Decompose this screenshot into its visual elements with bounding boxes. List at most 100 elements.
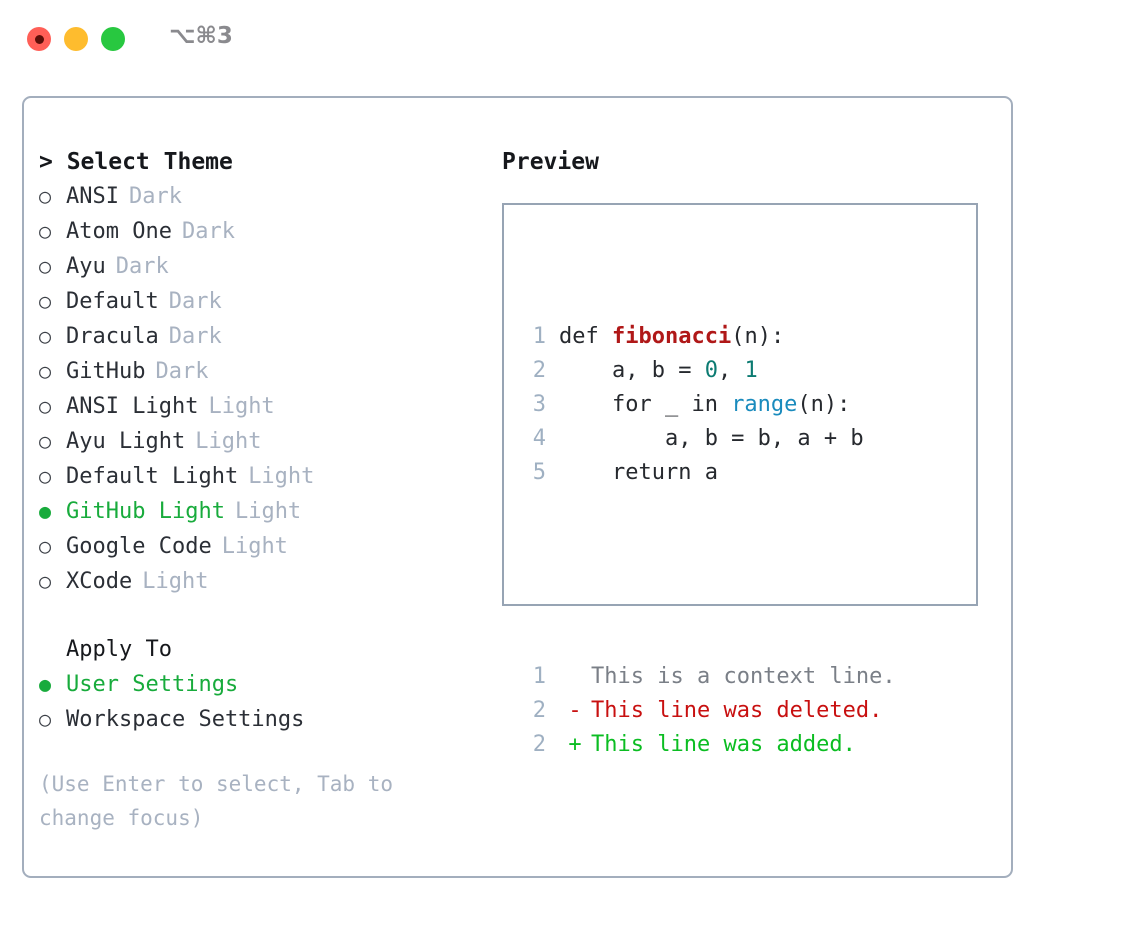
radio-unselected-icon: ○ (39, 359, 52, 383)
theme-option-label: GitHub Light (66, 499, 225, 524)
apply-to-option[interactable]: ● User Settings (39, 667, 489, 702)
code-line-text: a, b = 0, 1 (559, 354, 758, 388)
theme-option-badge: Dark (181, 219, 235, 244)
apply-to-list[interactable]: ● User Settings ○ Workspace Settings (39, 667, 489, 737)
diff-marker (559, 660, 591, 694)
theme-option-badge: Dark (155, 359, 209, 384)
preview-heading: Preview (502, 149, 599, 175)
code-line-text: a, b = b, a + b (559, 422, 864, 456)
radio-unselected-icon: ○ (39, 394, 52, 418)
radio-unselected-icon: ○ (39, 569, 52, 593)
code-token: for _ in (559, 392, 732, 417)
code-diff-gap (516, 558, 896, 592)
theme-option[interactable]: ○ ANSI Light Light (39, 389, 489, 424)
code-line-number: 1 (532, 324, 546, 349)
theme-option-label: Google Code (66, 534, 212, 559)
theme-option-badge: Light (248, 464, 315, 489)
theme-option-badge: Light (234, 499, 302, 524)
theme-option-label: ANSI Light (66, 394, 199, 419)
theme-option[interactable]: ○ Ayu Dark (39, 249, 489, 284)
theme-option[interactable]: ○ Default Dark (39, 284, 489, 319)
theme-option[interactable]: ○ Google Code Light (39, 529, 489, 564)
code-line: 2 a, b = 0, 1 (516, 354, 896, 388)
code-token: fibonacci (611, 324, 732, 349)
radio-selected-icon: ● (39, 672, 52, 696)
diff-line-text: This is a context line. (591, 664, 896, 689)
code-line: 3 for _ in range(n): (516, 388, 896, 422)
apply-to-option[interactable]: ○ Workspace Settings (39, 702, 489, 737)
radio-selected-icon: ● (39, 499, 52, 523)
diff-line-text: This line was deleted. (591, 698, 883, 723)
radio-unselected-icon: ○ (39, 219, 52, 243)
theme-option-label: Ayu (66, 254, 106, 279)
theme-option-badge: Dark (128, 184, 182, 209)
code-token: range (731, 392, 798, 417)
code-line-number: 5 (532, 460, 546, 485)
code-token: (n): (731, 324, 785, 349)
code-line: 5 return a (516, 456, 896, 490)
code-line-text: return a (559, 456, 718, 490)
code-token: a, b = (559, 358, 705, 383)
theme-option-label: Atom One (66, 219, 172, 244)
apply-to-option-label: User Settings (66, 672, 239, 697)
radio-unselected-icon: ○ (39, 707, 52, 731)
theme-option-label: ANSI (66, 184, 119, 209)
code-token: return a (559, 460, 718, 485)
keyboard-hint: (Use Enter to select, Tab to change focu… (39, 772, 406, 830)
radio-unselected-icon: ○ (39, 254, 52, 278)
diff-line-text: This line was added. (591, 732, 856, 757)
apply-to-option-label: Workspace Settings (66, 707, 305, 732)
radio-unselected-icon: ○ (39, 324, 52, 348)
theme-option[interactable]: ○ Default Light Light (39, 459, 489, 494)
theme-option-badge: Dark (168, 289, 222, 314)
code-line-text: for _ in range(n): (559, 388, 850, 422)
list-spacer (39, 599, 489, 633)
code-line-number: 2 (532, 358, 546, 383)
radio-unselected-icon: ○ (39, 184, 52, 208)
apply-to-heading: Apply To (66, 637, 172, 662)
minimize-button[interactable] (64, 27, 88, 51)
diff-marker: + (568, 732, 582, 757)
theme-option-label: Ayu Light (66, 429, 186, 454)
radio-unselected-icon: ○ (39, 429, 52, 453)
theme-option[interactable]: ○ Atom One Dark (39, 214, 489, 249)
theme-option-badge: Light (195, 429, 262, 454)
maximize-button[interactable] (101, 27, 125, 51)
code-line: 4 a, b = b, a + b (516, 422, 896, 456)
theme-option-badge: Light (142, 569, 209, 594)
code-token: 1 (744, 358, 758, 383)
theme-option-label: Default (66, 289, 159, 314)
close-button[interactable] (27, 27, 51, 51)
code-token: (n): (797, 392, 851, 417)
radio-unselected-icon: ○ (39, 464, 52, 488)
theme-option[interactable]: ○ GitHub Dark (39, 354, 489, 389)
theme-option-badge: Light (208, 394, 275, 419)
diff-line-number: 2 (532, 732, 546, 757)
theme-option-label: Default Light (66, 464, 239, 489)
theme-option[interactable]: ● GitHub Light Light (39, 494, 489, 529)
diff-line: 2 + This line was added. (516, 728, 896, 762)
code-token: 0 (704, 358, 718, 383)
theme-option-badge: Dark (168, 324, 222, 349)
diff-line: 2-This line was deleted. (516, 694, 896, 728)
radio-unselected-icon: ○ (39, 289, 52, 313)
theme-option-badge: Dark (115, 254, 169, 279)
code-token: , (717, 358, 745, 383)
theme-option-label: GitHub (66, 359, 146, 384)
theme-option[interactable]: ○ ANSI Dark (39, 179, 489, 214)
theme-option-label: XCode (66, 569, 133, 594)
theme-option[interactable]: ○ XCode Light (39, 564, 489, 599)
radio-unselected-icon: ○ (39, 534, 52, 558)
theme-option[interactable]: ○ Ayu Light Light (39, 424, 489, 459)
theme-option-badge: Light (221, 534, 288, 559)
select-theme-heading: > Select Theme (39, 149, 233, 175)
